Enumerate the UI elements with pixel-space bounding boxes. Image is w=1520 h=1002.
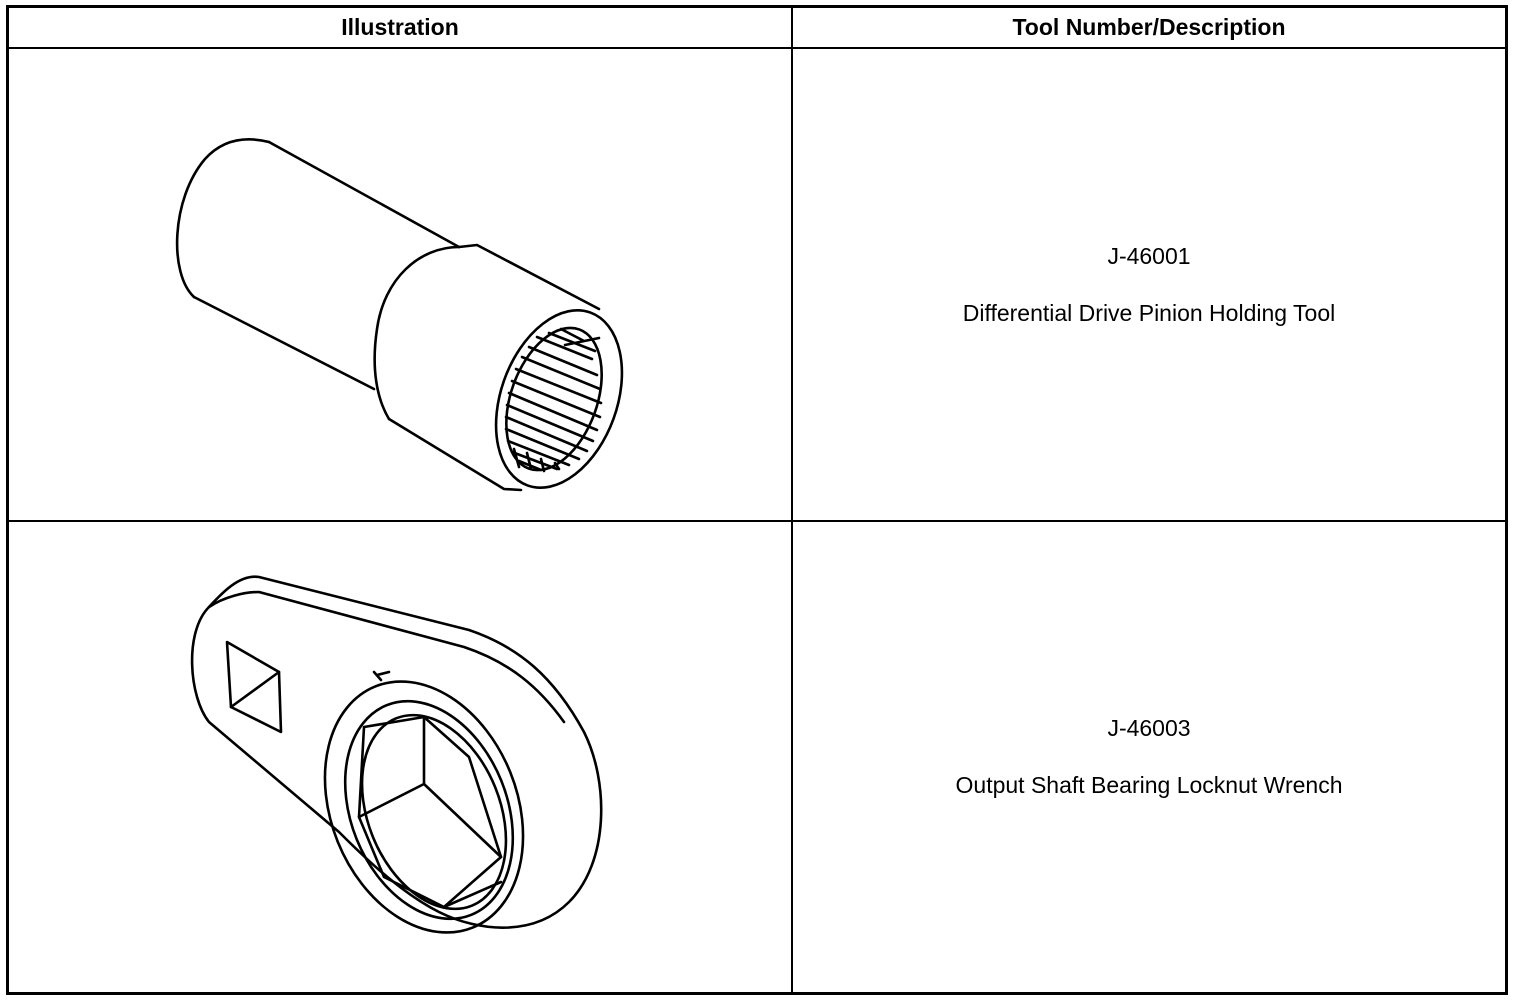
header-tool-label: Tool Number/Description [1012,14,1286,40]
illustration-cell-2 [9,522,793,992]
special-tools-table: Illustration Tool Number/Description [6,5,1508,995]
illustration-cell-1 [9,49,793,522]
description-cell-2: J-46003 Output Shaft Bearing Locknut Wre… [793,522,1505,992]
tool-number-2: J-46003 [1107,715,1191,741]
tool-number-1: J-46001 [1107,242,1191,269]
header-tool: Tool Number/Description [793,8,1505,49]
header-illustration-label: Illustration [341,14,459,40]
header-illustration: Illustration [9,8,793,49]
tool-description-1: Differential Drive Pinion Holding Tool [962,299,1336,326]
locknut-wrench-icon [190,575,603,934]
description-cell-1: J-46001 Differential Drive Pinion Holdin… [793,49,1505,522]
pinion-holding-socket-icon [175,137,624,492]
tool-description-2: Output Shaft Bearing Locknut Wrench [955,772,1343,798]
